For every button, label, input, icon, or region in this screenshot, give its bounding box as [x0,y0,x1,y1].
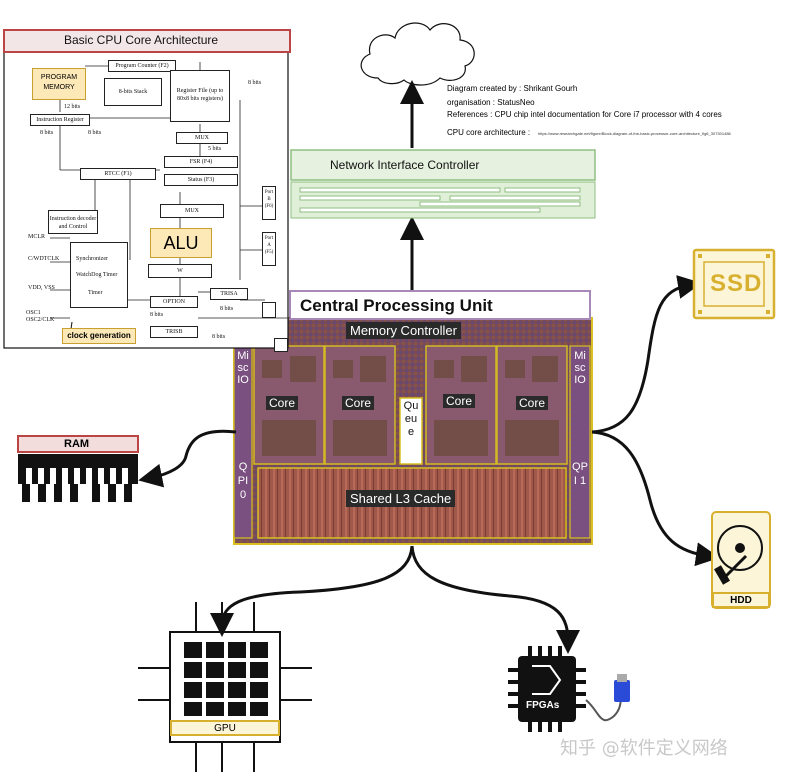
credit-created-by: Diagram created by : Shrikant Gourh [447,84,578,93]
cpu-title: Central Processing Unit [300,296,493,315]
sync-timer-box [70,242,128,308]
core-label-2: Core [342,396,375,410]
program-memory-box: PROGRAM MEMORY [32,68,86,100]
bits-label-8f: 8 bits [150,312,164,318]
queue-label: Queue [403,400,419,438]
instruction-decoder-box: Instruction decoder and Control [48,210,98,234]
mclr-label: MCLR [28,234,46,240]
watchdog-label: WatchDog Timer [76,272,118,278]
port-small-box-1 [262,302,276,318]
timer-label: Timer [88,290,103,296]
port-small-box-2 [274,338,288,352]
trisb-box: TRISB [150,326,198,338]
memory-controller-label: Memory Controller [346,322,461,339]
credit-organisation: organisation : StatusNeo [447,98,535,107]
hdd-label: HDD [712,592,770,608]
core-arch-title: Basic CPU Core Architecture [64,33,219,47]
mux-mid-box: MUX [160,204,224,218]
credit-cpu-arch-url: https://www.researchgate.net/figure/Bloc… [538,131,731,136]
fpga-icon [508,646,630,732]
nic-label: Network Interface Controller [330,158,480,172]
qpi-right-label: QPI 1 [572,461,588,487]
bits-label-5: 5 bits [208,146,222,152]
bits-label-8e: 8 bits [220,306,234,312]
clock-generation-box: clock generation [62,328,136,344]
misc-io-right-label: Misc IO [574,350,586,386]
rtcc-box: RTCC (F1) [80,168,156,180]
bits-label-8b: 8 bits [88,130,102,136]
osc-label: OSC1 OSC2/CLK [26,310,55,323]
arrow-cpu-to-gpu [210,545,414,637]
stack-box: 8-bits Stack [104,78,162,106]
w-register-box: W [148,264,212,278]
bits-label-12: 12 bits [64,104,81,110]
qpi-left-label: QPI 0 [237,461,249,501]
mux-top-box: MUX [176,132,228,144]
vdd-vss-label: VDD, VSS [28,285,55,291]
hdd-icon [711,511,771,609]
status-box: Status (F3) [164,174,238,186]
core-label-3: Core [443,394,476,408]
option-box: OPTION [150,296,198,308]
arrow-cpu-to-ram [138,429,237,488]
c-wdtclk-label: C/WDTCLK [28,256,60,262]
gpu-label: GPU [170,720,280,736]
gpu-icon [138,602,312,772]
port-b-box: Port B (F6) [262,186,276,220]
program-counter-box: Program Counter (F2) [108,60,176,72]
core-label-4: Core [516,396,549,410]
register-file-box: Register File (up to 80x8 bits registers… [170,70,230,122]
ram-label: RAM [64,438,90,450]
ram-icon [17,435,139,502]
misc-io-left-label: Misc IO [237,350,249,386]
ssd-label: SSD [710,270,763,297]
arrow-cpu-to-hdd [591,430,720,567]
cloud-icon [360,22,475,86]
trisa-box: TRISA [210,288,248,300]
bits-label-8a: 8 bits [40,130,54,136]
instruction-register-box: Instruction Register [30,114,90,126]
alu-box: ALU [150,228,212,258]
bits-label-8d: 8 bits [212,334,226,340]
watermark: 知乎 @软件定义网络 [560,738,728,759]
fsr-box: FSR (F4) [164,156,238,168]
arrow-cpu-to-ssd [591,275,702,434]
ssd-icon [692,248,776,320]
arrow-cpu-to-fpga [410,545,580,654]
l3-cache-label: Shared L3 Cache [346,490,456,507]
port-a-box: Port A (F5) [262,232,276,266]
credit-references: References : CPU chip intel documentatio… [447,110,722,119]
fpga-label: FPGAs [526,700,560,711]
synchronizer-label: Synchronizer [76,256,108,262]
bits-label-8c: 8 bits [248,80,262,86]
credit-cpu-arch-label: CPU core architecture : [447,128,531,137]
core-label-1: Core [266,396,299,410]
